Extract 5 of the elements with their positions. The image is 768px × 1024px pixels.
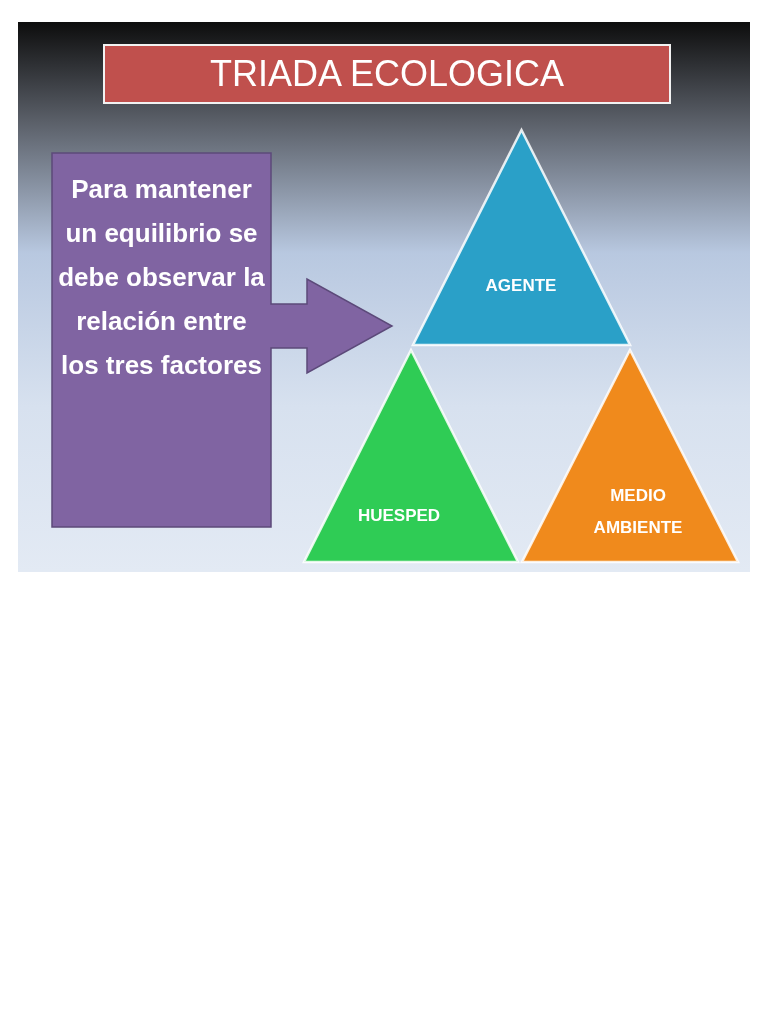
callout-text: Para mantener un equilibrio se debe observar la relación entre los tres factores <box>57 173 266 382</box>
title-banner: TRIADA ECOLOGICA <box>103 44 671 104</box>
triangle-label: MEDIO AMBIENTE <box>592 485 684 539</box>
triangle-label: HUESPED <box>356 505 442 527</box>
triangle-label: AGENTE <box>484 275 558 297</box>
